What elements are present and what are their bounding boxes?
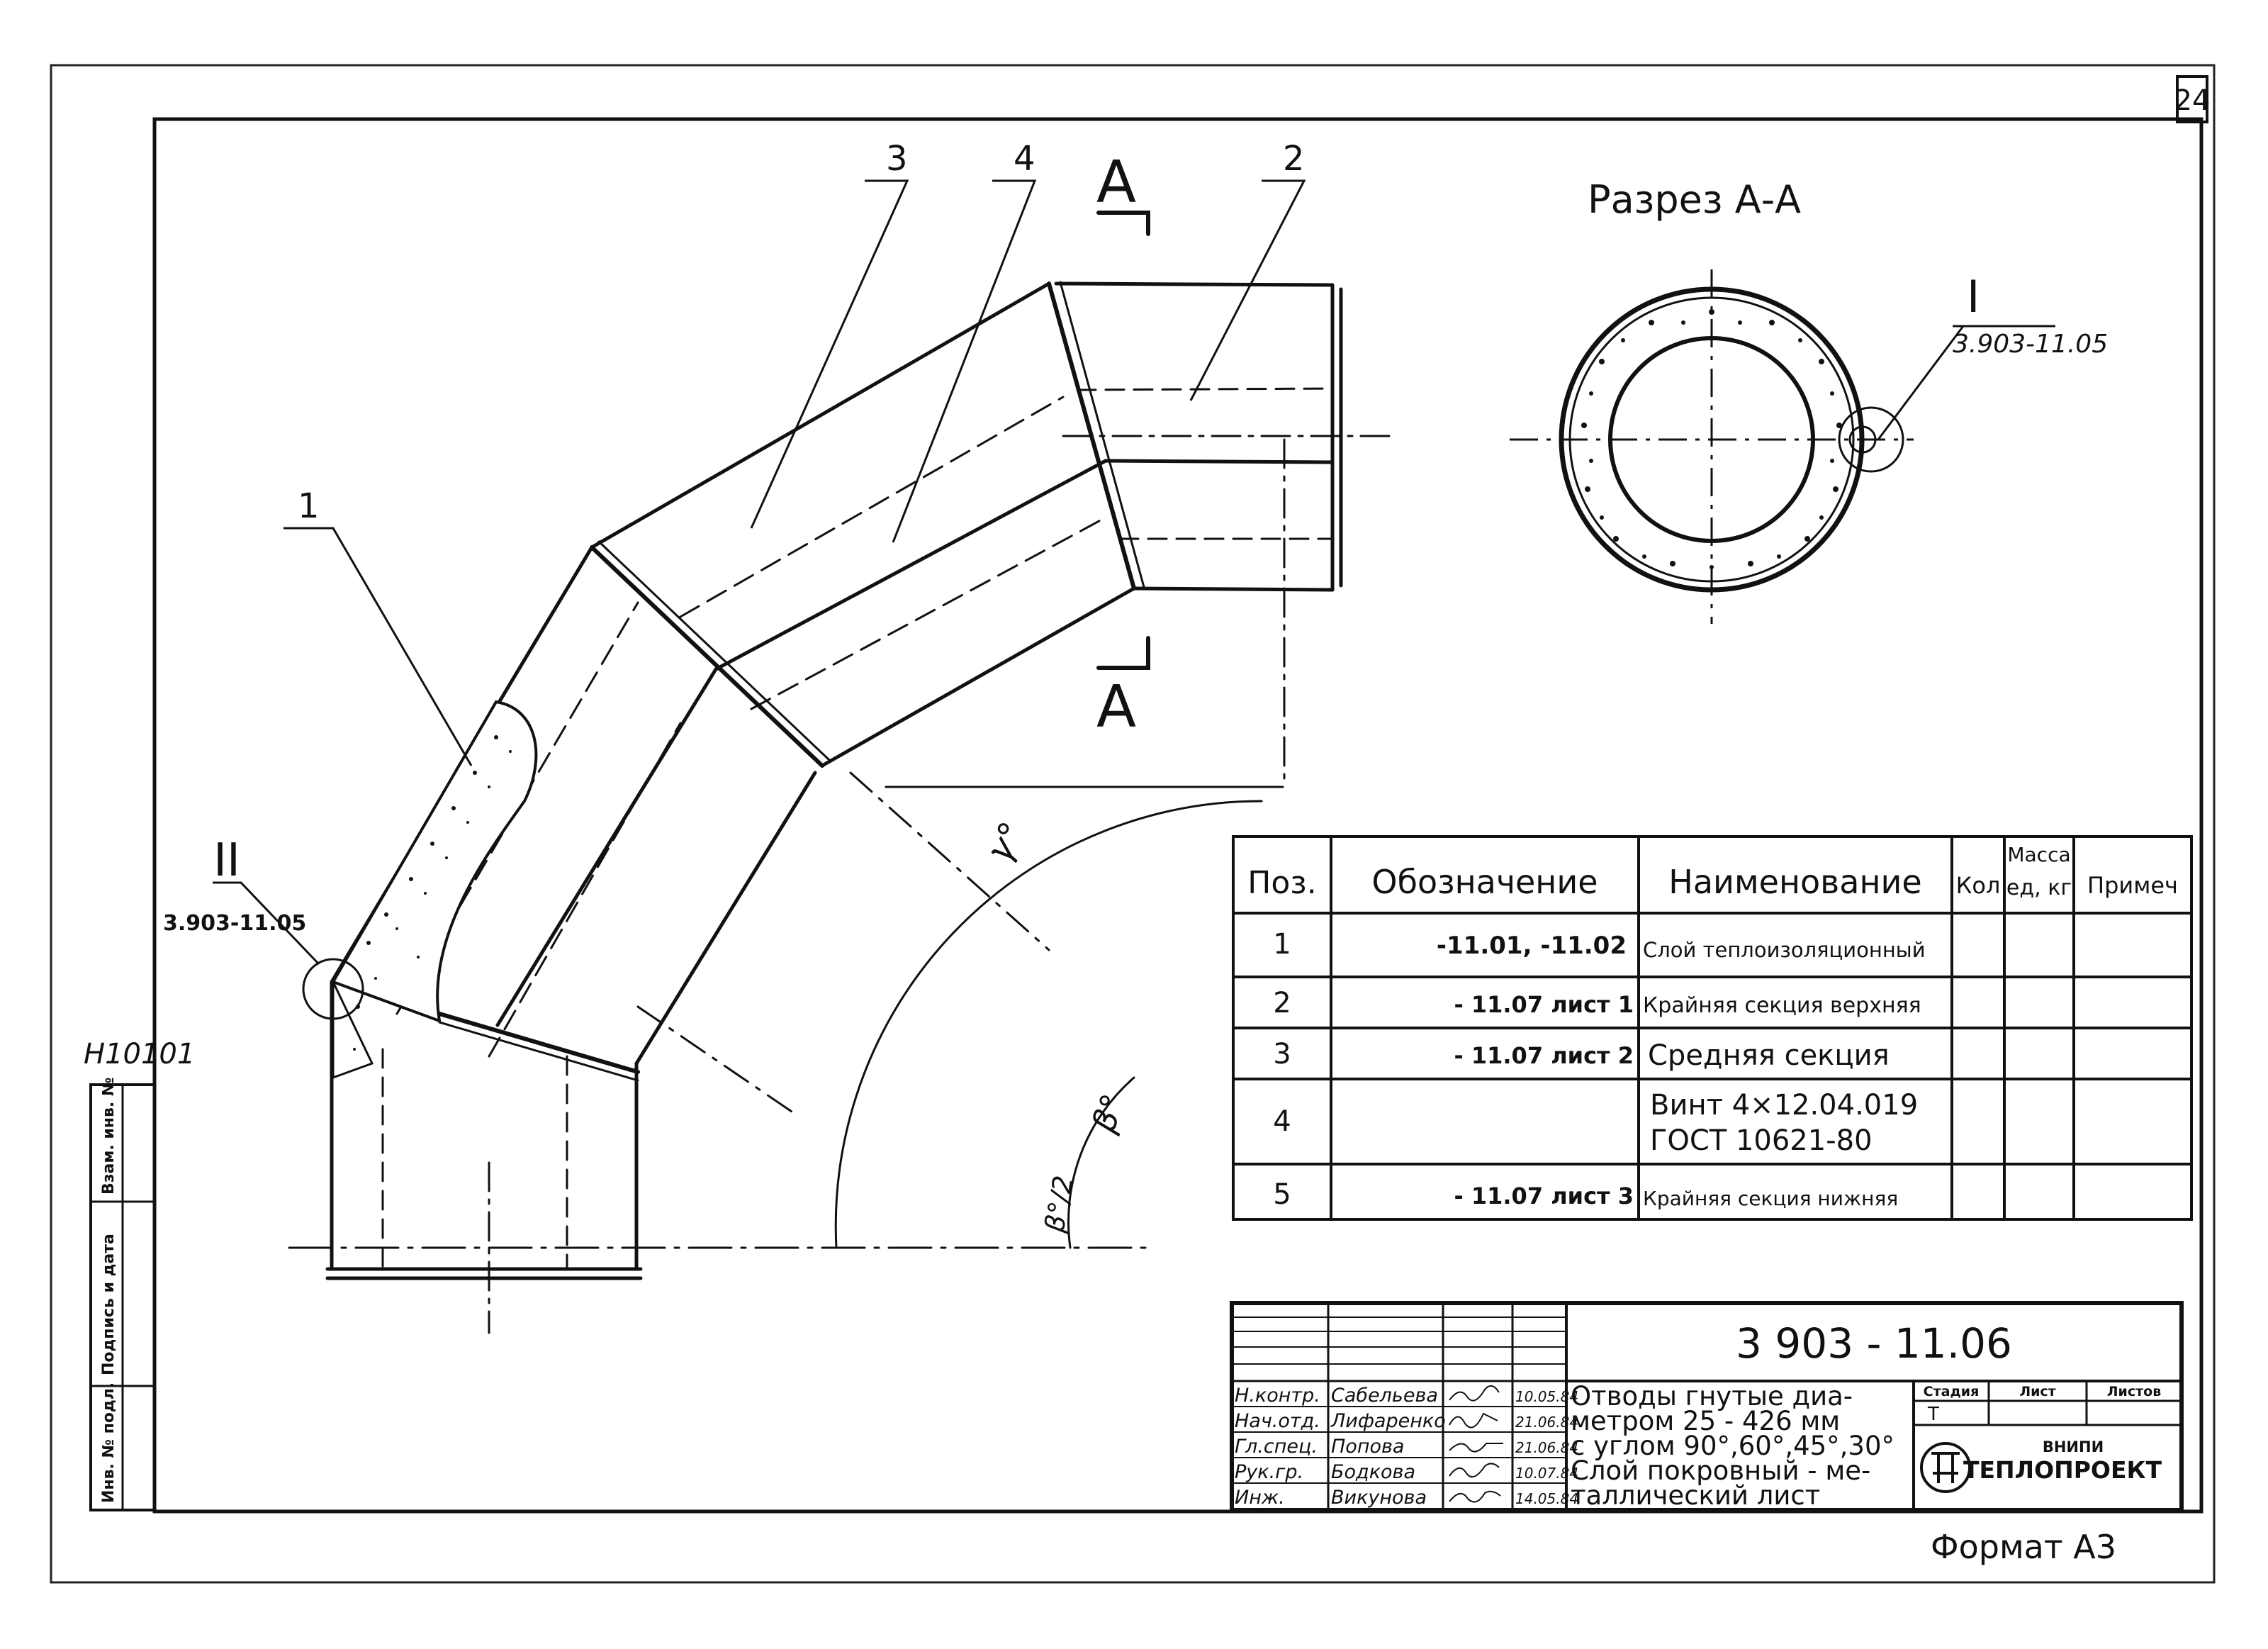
row-4-name2: ГОСТ 10621-80 [1650, 1124, 1873, 1157]
pos-2-label: 2 [1283, 139, 1305, 179]
row-2-designation: - 11.07 лист 1 [1454, 991, 1634, 1018]
sign-role-1: Н.контр. [1235, 1385, 1320, 1407]
sheet-trim [50, 64, 2216, 1584]
sign-date-3: 21.06.84 [1515, 1439, 1578, 1456]
org-name: ТЕПЛОПРОЕКТ [1963, 1456, 2162, 1484]
row-5-designation: - 11.07 лист 3 [1454, 1183, 1634, 1209]
header-note: Примеч [2087, 872, 2178, 899]
stage-value: Т [1927, 1404, 1939, 1425]
doc-code: 3 903 - 11.06 [1736, 1319, 2012, 1368]
sheet-number-box: 24 [2174, 75, 2211, 123]
pos-4-label: 4 [1014, 139, 1035, 179]
signature-rows: Н.контр. Сабельева 10.05.84 Нач.отд. Лиф… [1235, 1385, 1578, 1509]
desc-line-4: Слой покровный - ме- [1571, 1455, 1870, 1486]
row-5-name: Крайняя секция нижняя [1643, 1187, 1898, 1210]
sign-name-5: Викунова [1331, 1487, 1427, 1509]
leaders [213, 179, 1965, 966]
row-3-designation: - 11.07 лист 2 [1454, 1042, 1634, 1069]
row-1-designation: -11.01, -11.02 [1437, 932, 1627, 960]
desc-line-2: метром 25 - 426 мм [1571, 1406, 1840, 1436]
section-mark-top: А [1096, 149, 1136, 216]
strip-sign-label: Подпись и дата [100, 1234, 118, 1375]
angle-gamma: γ° [978, 815, 1033, 869]
elbow-drawing [288, 211, 1391, 1334]
row-4-name: Винт 4×12.04.019 [1650, 1089, 1918, 1122]
pos-1-label: 1 [298, 486, 320, 526]
strip-replace-label: Взам. инв. № [100, 1078, 118, 1195]
row-2-pos: 2 [1273, 987, 1291, 1019]
org-logo-icon [1920, 1442, 1971, 1493]
section-title: Разрез А-А [1588, 177, 1801, 222]
sign-date-5: 14.05.84 [1515, 1490, 1578, 1507]
row-1-name: Слой теплоизоляционный [1643, 938, 1926, 962]
sign-name-3: Попова [1331, 1436, 1404, 1458]
angle-beta-half: β°/2 [1038, 1173, 1079, 1236]
sheet-label: Лист [2019, 1384, 2055, 1399]
sign-name-1: Сабельева [1331, 1385, 1438, 1407]
org-name-small: ВНИПИ [2043, 1438, 2104, 1455]
detail-1-ref: 3.903-11.05 [1953, 330, 2108, 359]
spec-table-headers: Поз. Обозначение Наименование Кол Масса … [1247, 843, 2178, 901]
spec-table [1232, 835, 2193, 1221]
detail-2-numeral: II [213, 834, 240, 887]
sign-date-1: 10.05.84 [1515, 1388, 1578, 1405]
left-strip: Инв. № подл. Подпись и дата Взам. инв. № [89, 1078, 156, 1511]
sign-role-2: Нач.отд. [1235, 1410, 1320, 1432]
desc-line-1: Отводы гнутые диа- [1571, 1381, 1853, 1412]
row-2-name: Крайняя секция верхняя [1643, 993, 1921, 1018]
sign-role-3: Гл.спец. [1235, 1436, 1318, 1458]
description: Отводы гнутые диа- метром 25 - 426 мм с … [1571, 1381, 1894, 1511]
drawing-frame [152, 117, 2204, 1514]
row-3-pos: 3 [1273, 1038, 1291, 1071]
detail-2-ref: 3.903-11.05 [163, 911, 306, 936]
sign-name-2: Лифаренко [1330, 1410, 1446, 1432]
section-mark-bottom: А [1096, 673, 1136, 741]
sheet-number: 24 [2174, 84, 2211, 117]
header-name: Наименование [1668, 863, 1921, 901]
desc-line-3: с углом 90°,60°,45°,30° [1571, 1431, 1894, 1461]
row-5-pos: 5 [1273, 1178, 1291, 1211]
sign-role-4: Рук.гр. [1235, 1461, 1303, 1483]
sheets-label: Листов [2107, 1384, 2161, 1399]
archive-code: Н10101 [84, 1038, 195, 1071]
header-qty: Кол [1956, 872, 2001, 899]
stage-label: Стадия [1924, 1384, 1980, 1399]
spec-table-rows: 1 -11.01, -11.02 Слой теплоизоляционный … [1273, 928, 1925, 1211]
title-block [1230, 1301, 2184, 1512]
section-insulation-dots [1581, 309, 1842, 569]
header-pos: Поз. [1247, 865, 1316, 901]
signature-scribbles [1449, 1385, 1503, 1503]
sign-date-2: 21.06.84 [1515, 1414, 1578, 1431]
header-mass-bottom: ед, кг [2006, 876, 2072, 900]
format-label: Формат А3 [1931, 1528, 2116, 1566]
pos-3-label: 3 [886, 139, 908, 179]
desc-line-5: таллический лист [1571, 1480, 1820, 1511]
row-3-name: Средняя секция [1648, 1039, 1890, 1072]
header-designation: Обозначение [1371, 863, 1598, 901]
strip-inv-label: Инв. № подл. [100, 1382, 118, 1503]
sign-name-4: Бодкова [1331, 1461, 1415, 1483]
row-4-pos: 4 [1273, 1105, 1291, 1138]
detail-1-numeral: I [1967, 271, 1980, 323]
sign-date-4: 10.07.84 [1515, 1465, 1578, 1482]
header-mass-top: Масса [2007, 843, 2070, 866]
section-view [1510, 269, 1914, 624]
sign-role-5: Инж. [1235, 1487, 1285, 1509]
row-1-pos: 1 [1273, 928, 1291, 961]
